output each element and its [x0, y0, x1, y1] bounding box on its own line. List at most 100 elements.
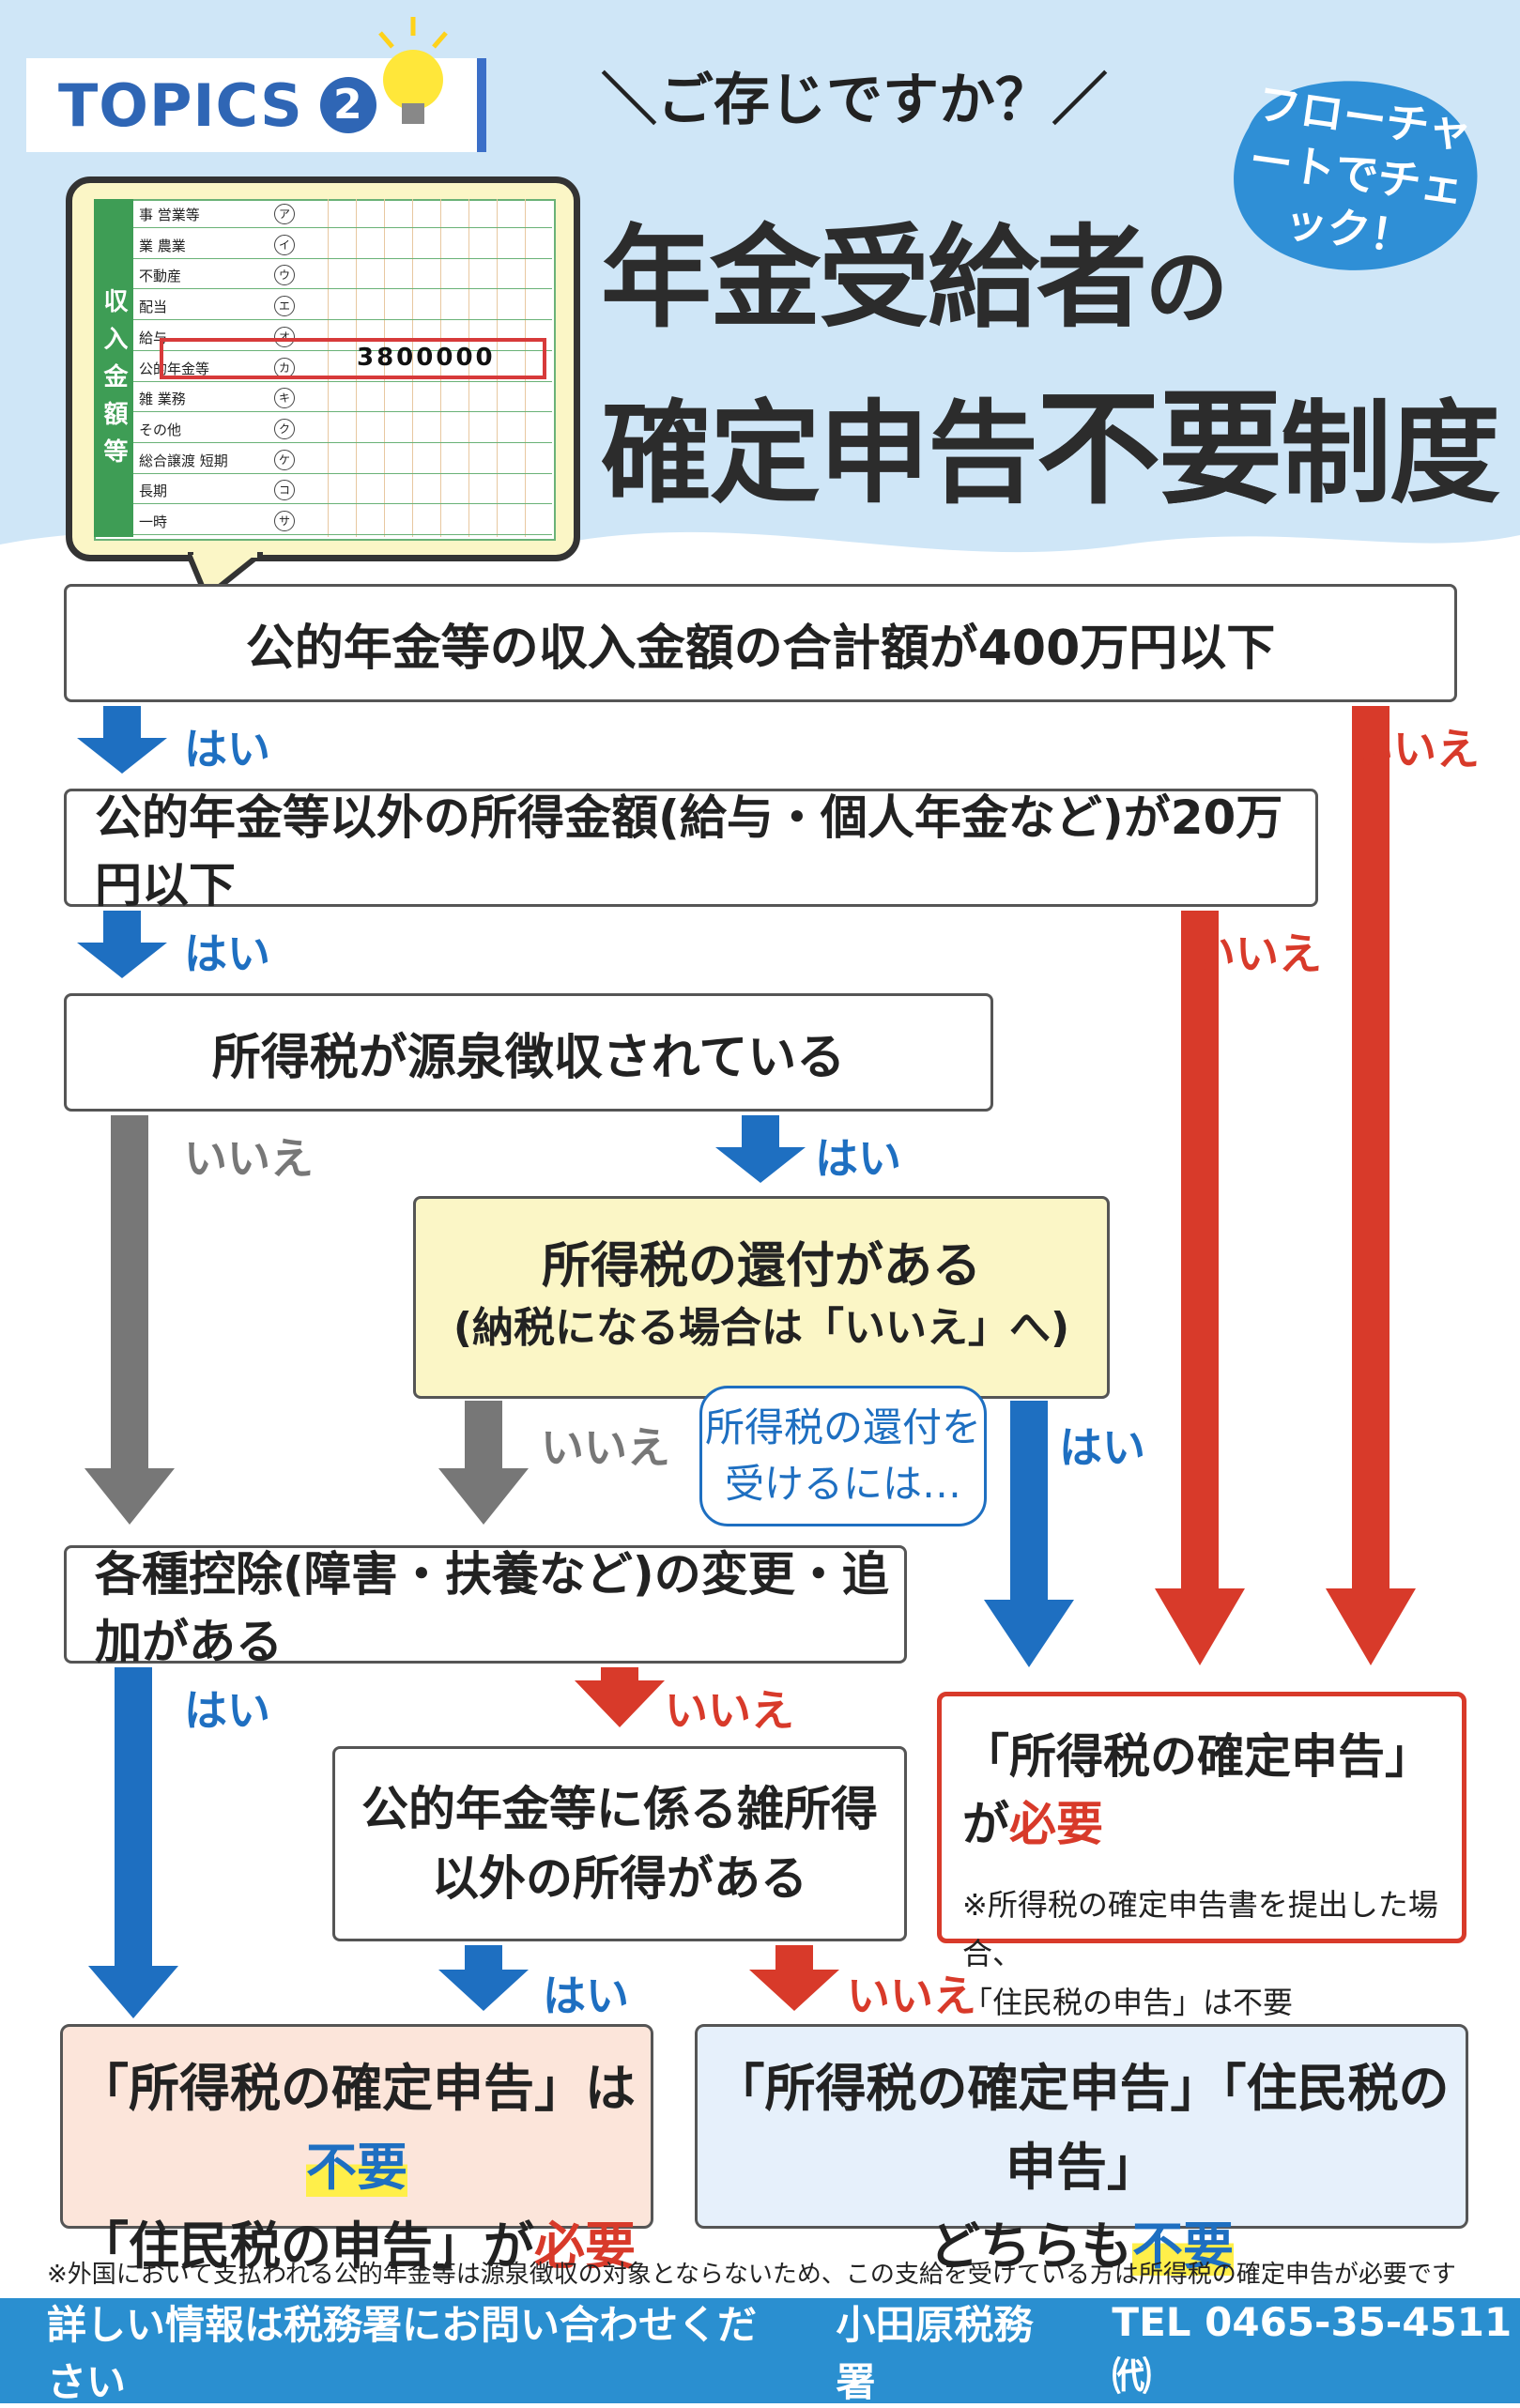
form-row-label: 公的年金等	[139, 360, 210, 377]
res1-line1: 「所得税の確定申告」は不要	[63, 2049, 651, 2207]
title-part: 確定申告	[601, 389, 1038, 518]
arrow-gray	[84, 1115, 175, 1525]
form-row-label: 業 農業	[139, 237, 186, 254]
form-row-label: その他	[139, 421, 182, 438]
label-no: いいえ	[541, 1422, 670, 1473]
label-no: いいえ	[1192, 928, 1322, 979]
arrow-blue	[77, 706, 167, 774]
label-yes: はい	[184, 1685, 270, 1736]
arrow-blue	[984, 1401, 1074, 1667]
refund-note: (納税になる場合は「いいえ」へ)	[453, 1304, 1070, 1352]
form-row-code: コ	[274, 480, 295, 501]
title-part: の	[1145, 239, 1228, 336]
form-row-label: 事 営業等	[139, 207, 200, 223]
res2-emphasis: 不要	[1132, 2216, 1234, 2276]
footnote: ※外国において支払われる公的年金等は源泉徴収の対象とならないため、この支給を受け…	[47, 2261, 1456, 2289]
subtitle: ＼ご存じですか？／	[601, 68, 1108, 133]
form-row: 一時 サ	[133, 506, 552, 535]
label-yes: はい	[815, 1133, 901, 1184]
form-row: 配当 エ	[133, 291, 552, 321]
arrow-red	[1326, 706, 1416, 1665]
label-no: いいえ	[847, 1971, 976, 2021]
form-row: その他 ク	[133, 414, 552, 443]
badge-shape	[1234, 81, 1478, 270]
arrow-red	[749, 1945, 839, 2011]
footer-phone[interactable]: TEL 0465-35-4511㈹	[1112, 2299, 1512, 2400]
form-row-label: 一時	[139, 514, 168, 530]
form-row-label: 総合譲渡 短期	[139, 452, 228, 469]
pension-row-highlight	[160, 338, 546, 379]
form-row-label: 雑 業務	[139, 391, 186, 408]
res1-text: 「所得税の確定申告」は	[78, 2059, 636, 2118]
title-part: 制度	[1281, 389, 1500, 518]
form-row-code: ウ	[274, 265, 295, 286]
page-title-line1: 年金受給者の	[601, 188, 1228, 348]
refund-main: 所得税の還付がある	[541, 1238, 981, 1295]
res1-emphasis: 必要	[534, 2216, 636, 2276]
form-side-label: 収入金額等	[94, 199, 133, 537]
res2-line2: どちらも不要	[698, 2207, 1466, 2286]
question-deductions: 各種控除(障害・扶養など)の変更・追加がある	[64, 1545, 907, 1669]
required-emphasis: 必要	[1009, 1797, 1103, 1851]
label-no: いいえ	[1350, 724, 1480, 775]
arrow-red	[1155, 911, 1245, 1665]
misc-income-line1: 公的年金等に係る雑所得	[361, 1782, 878, 1836]
label-yes: はい	[184, 928, 270, 979]
title-emphasis: 不要	[1036, 377, 1282, 522]
misc-income-line2: 以外の所得がある	[432, 1851, 807, 1906]
question-pension-income: 公的年金等の収入金額の合計額が400万円以下	[64, 584, 1457, 702]
form-grid	[300, 199, 552, 537]
question-refund: 所得税の還付がある (納税になる場合は「いいえ」へ)	[413, 1196, 1110, 1399]
form-row: 業 農業 イ	[133, 230, 552, 259]
required-note: ※所得税の確定申告書を提出した場合、 「住民税の申告」は不要	[962, 1880, 1441, 2027]
form-row-label: 不動産	[139, 268, 182, 285]
form-row-code: キ	[274, 388, 295, 409]
form-row: 長期 コ	[133, 475, 552, 505]
res2-line1: 「所得税の確定申告」「住民税の申告」	[714, 2059, 1450, 2197]
res1-text: 「住民税の申告」が	[78, 2216, 534, 2276]
res1-line2: 「住民税の申告」が必要	[63, 2207, 651, 2286]
title-part: 年金受給者	[601, 213, 1147, 343]
label-yes: はい	[1059, 1422, 1145, 1473]
required-title: 「所得税の確定申告」が必要	[962, 1719, 1441, 1854]
required-title-text: 「所得税の確定申告」が	[962, 1729, 1432, 1851]
form-row-label: 長期	[139, 483, 168, 500]
question-other-income: 公的年金等以外の所得金額(給与・個人年金など)が20万円以下	[64, 789, 1318, 913]
arrow-blue	[88, 1667, 178, 2018]
label-no: いいえ	[665, 1685, 794, 1736]
question-withholding: 所得税が源泉徴収されている	[64, 993, 993, 1112]
form-row: 事 営業等 ア	[133, 199, 552, 228]
wave-divider	[0, 531, 1520, 582]
footer-bar: 詳しい情報は税務署にお問い合わせください 小田原税務署 TEL 0465-35-…	[0, 2298, 1520, 2405]
arrow-blue	[438, 1945, 529, 2011]
arrow-gray	[438, 1401, 529, 1525]
form-row-code: ケ	[274, 449, 295, 470]
pension-amount: 3800000	[357, 344, 496, 372]
form-row-code: ア	[274, 204, 295, 224]
label-yes: はい	[184, 724, 270, 775]
form-row-code: エ	[274, 296, 295, 317]
footer-info: 詳しい情報は税務署にお問い合わせください	[47, 2302, 758, 2405]
topics-number: 2	[319, 77, 376, 133]
result-none-required: 「所得税の確定申告」「住民税の申告」 どちらも不要	[695, 2024, 1468, 2276]
required-note-line: ※所得税の確定申告書を提出した場合、	[962, 1887, 1438, 1971]
form-row-label: 配当	[139, 299, 168, 316]
form-row: 総合譲渡 短期 ケ	[133, 445, 552, 474]
refund-speech-bubble: 所得税の還付を受けるには…	[699, 1386, 987, 1526]
form-row-code: イ	[274, 234, 295, 255]
required-note-line: 「住民税の申告」は不要	[962, 1985, 1294, 2020]
label-yes: はい	[543, 1971, 629, 2021]
res2-text: どちらも	[929, 2216, 1132, 2276]
topics-text: TOPICS	[58, 70, 303, 140]
page-title-line2: 確定申告不要制度	[601, 349, 1500, 529]
label-no: いいえ	[184, 1133, 314, 1184]
arrow-blue	[715, 1115, 806, 1183]
form-row-code: サ	[274, 511, 295, 531]
footer-office: 小田原税務署	[836, 2302, 1034, 2405]
form-row-code: ク	[274, 418, 295, 439]
form-row: 不動産 ウ	[133, 260, 552, 290]
lightbulb-icon	[378, 17, 448, 124]
res1-emphasis: 不要	[306, 2138, 407, 2197]
arrow-blue	[77, 911, 167, 978]
result-required: 「所得税の確定申告」が必要 ※所得税の確定申告書を提出した場合、 「住民税の申告…	[937, 1692, 1466, 2020]
